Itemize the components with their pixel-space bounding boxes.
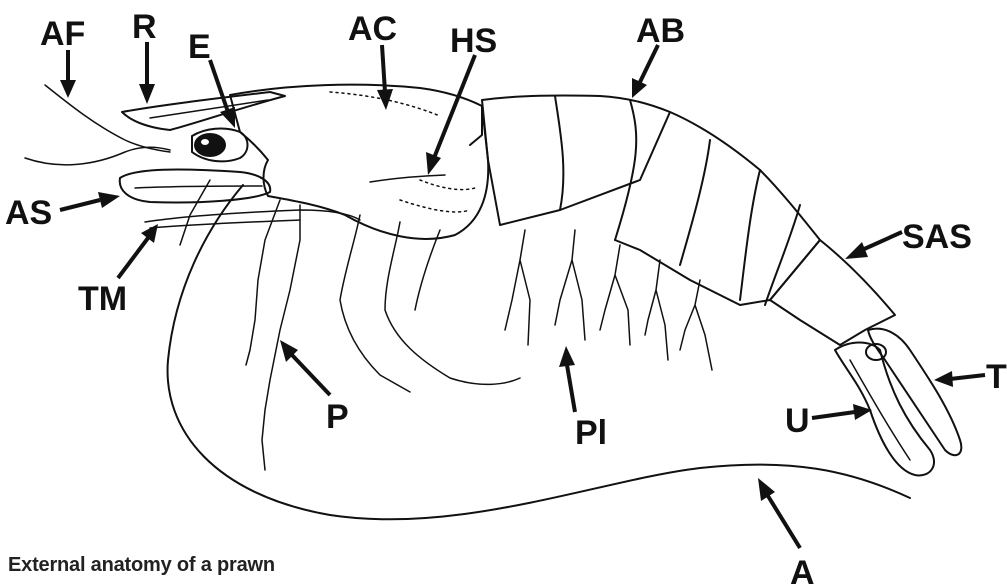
p-arrow xyxy=(292,355,330,395)
hepatic-spine xyxy=(370,175,445,182)
third-maxilliped xyxy=(145,210,360,222)
tm-arrow xyxy=(118,238,148,278)
u-arrow xyxy=(812,412,855,418)
label-e: E xyxy=(188,28,211,66)
label-tm: TM xyxy=(78,280,127,318)
label-u: U xyxy=(785,402,810,440)
t-arrow xyxy=(950,375,985,379)
label-af: AF xyxy=(40,15,85,53)
labels: AF R E AC HS AB SAS AS TM P Pl U T A xyxy=(5,8,1007,588)
label-sas: SAS xyxy=(902,218,972,256)
label-a: A xyxy=(790,554,815,588)
label-p: P xyxy=(326,398,349,436)
label-r: R xyxy=(132,8,157,46)
telson xyxy=(868,329,961,456)
pl-arrow xyxy=(567,365,575,412)
abdomen xyxy=(470,95,820,305)
prawn-illustration xyxy=(25,85,961,520)
label-ab: AB xyxy=(636,12,685,50)
label-t: T xyxy=(986,358,1007,396)
eye xyxy=(194,133,226,157)
a-arrow xyxy=(768,496,800,548)
as-arrow xyxy=(60,200,100,210)
label-hs: HS xyxy=(450,22,497,60)
pointer-arrows xyxy=(60,42,985,548)
e-arrow xyxy=(210,60,228,112)
pleopods xyxy=(505,230,712,370)
ab-arrow xyxy=(640,45,658,82)
label-as: AS xyxy=(5,194,52,232)
diagram-caption: External anatomy of a prawn xyxy=(8,554,275,577)
label-ac: AC xyxy=(348,10,397,48)
antenna xyxy=(168,185,910,519)
label-pl: Pl xyxy=(575,414,607,452)
hs-arrow xyxy=(434,55,475,158)
sas-arrow xyxy=(862,232,902,250)
